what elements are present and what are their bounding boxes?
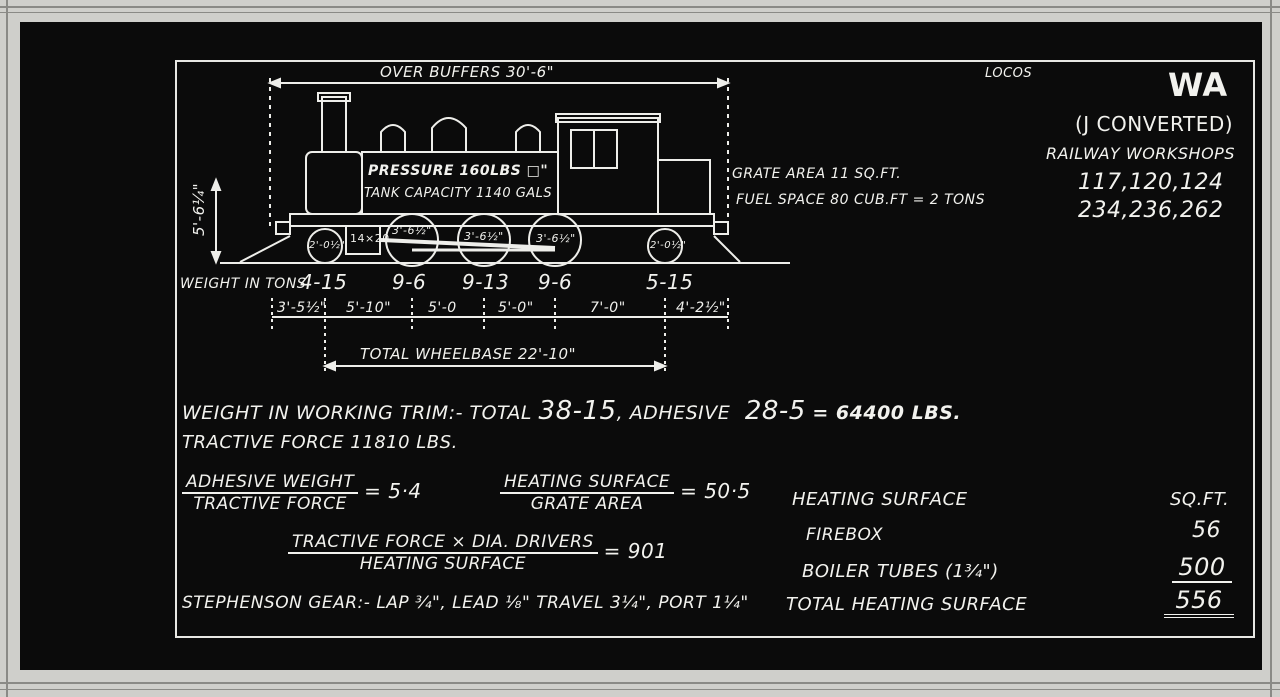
spacing-6: 4'-2½" xyxy=(676,300,726,316)
chimney-outline xyxy=(321,96,347,153)
side-tank-outline xyxy=(361,151,559,215)
connecting-rod xyxy=(379,238,556,250)
spacing-2: 5'-10" xyxy=(346,300,392,316)
footplate xyxy=(289,213,715,227)
front-pilot xyxy=(239,235,291,263)
arrowhead xyxy=(717,77,731,89)
axle-weight-3: 9-13 xyxy=(462,270,510,294)
axle-weight-2: 9-6 xyxy=(392,270,427,294)
stephenson-gear: STEPHENSON GEAR:- LAP ¾", LEAD ⅛" TRAVEL… xyxy=(182,593,749,613)
wheel-dia-trailing: 2'-0½" xyxy=(650,240,687,251)
front-buffer xyxy=(275,221,291,235)
drawing-border xyxy=(175,60,1255,638)
fuel-space-label: FUEL SPACE 80 CUB.FT = 2 TONS xyxy=(736,192,986,208)
weight-total-value: 38-15 xyxy=(538,396,617,426)
wheel-dia-driver-3: 3'-6½" xyxy=(536,232,576,245)
fraction-numerator: TRACTIVE FORCE × DIA. DRIVERS xyxy=(288,532,598,554)
heating-row-value: 56 xyxy=(1192,518,1221,543)
spacing-1: 3'-5½" xyxy=(277,300,327,316)
chalkboard xyxy=(20,22,1262,670)
driving-wheel-2 xyxy=(457,213,511,267)
axle-weight-1: 4-15 xyxy=(300,270,348,294)
heating-row-label: FIREBOX xyxy=(806,525,884,545)
workshop-label: RAILWAY WORKSHOPS xyxy=(1046,144,1235,163)
frame-line-right xyxy=(1270,0,1272,697)
adhesive-label: , ADHESIVE xyxy=(616,402,731,424)
heating-row-label: BOILER TUBES (1¾") xyxy=(802,561,999,582)
steam-dome xyxy=(431,117,467,152)
wheel-dia-leading: 2'-0½" xyxy=(309,240,346,251)
fraction-denominator: HEATING SURFACE xyxy=(359,554,526,574)
fraction-value: = 5·4 xyxy=(364,479,422,503)
weight-trim-label: WEIGHT IN WORKING TRIM:- TOTAL xyxy=(182,402,532,424)
heating-row-value: 556 xyxy=(1164,586,1234,618)
chimney-cap xyxy=(317,92,351,102)
arrowhead xyxy=(267,77,281,89)
wheel-dia-driver-1: 3'-6½" xyxy=(392,224,432,237)
cab-outline xyxy=(557,117,659,215)
fraction-value: = 901 xyxy=(603,539,668,563)
height-label: 5'-6¼" xyxy=(190,182,208,236)
pressure-label: PRESSURE 160LBS □" xyxy=(368,163,549,179)
weight-working-trim: WEIGHT IN WORKING TRIM:- TOTAL 38-15, AD… xyxy=(182,396,961,426)
cab-roof xyxy=(555,113,661,123)
fraction: HEATING SURFACE GRATE AREA xyxy=(500,472,675,514)
adhesive-lbs: = 64400 LBS. xyxy=(812,402,962,424)
fraction: ADHESIVE WEIGHT TRACTIVE FORCE xyxy=(182,472,359,514)
wheel-dia-driver-2: 3'-6½" xyxy=(464,230,504,243)
fraction-denominator: TRACTIVE FORCE xyxy=(193,494,347,514)
class-code: WA xyxy=(1168,66,1228,104)
safety-valve-dome xyxy=(515,124,541,152)
frame-line-left xyxy=(6,0,8,697)
axle-weight-4: 9-6 xyxy=(538,270,573,294)
grate-area-label: GRATE AREA 11 SQ.FT. xyxy=(732,166,902,182)
smokebox-outline xyxy=(305,151,363,215)
fraction: TRACTIVE FORCE × DIA. DRIVERS HEATING SU… xyxy=(288,532,598,574)
driving-wheel-3 xyxy=(528,213,582,267)
fraction-denominator: GRATE AREA xyxy=(530,494,644,514)
fraction-value: = 50·5 xyxy=(680,479,751,503)
frame-line-bottom-inner xyxy=(0,689,1280,690)
sandbox-dome xyxy=(380,124,406,152)
heating-table-unit: SQ.FT. xyxy=(1170,489,1230,510)
locos-label: LOCOS xyxy=(985,66,1033,81)
loco-numbers-1: 117,120,124 xyxy=(1078,170,1224,195)
frame-line-top xyxy=(0,6,1280,8)
axle-weight-5: 5-15 xyxy=(646,270,694,294)
ratio-tractive-dia-heating: TRACTIVE FORCE × DIA. DRIVERS HEATING SU… xyxy=(288,532,667,574)
frame-line-top-inner xyxy=(0,12,1280,13)
total-wheelbase-label: TOTAL WHEELBASE 22'-10" xyxy=(360,345,576,363)
weight-tons-label: WEIGHT IN TONS xyxy=(180,276,307,292)
fraction-numerator: HEATING SURFACE xyxy=(500,472,675,494)
heating-row-value: 500 xyxy=(1172,553,1232,583)
loco-numbers-2: 234,236,262 xyxy=(1078,198,1224,223)
spacing-4: 5'-0" xyxy=(498,300,534,316)
spacing-5: 7'-0" xyxy=(590,300,626,316)
rear-pilot xyxy=(713,235,741,263)
ratio-heating-grate: HEATING SURFACE GRATE AREA = 50·5 xyxy=(500,472,751,514)
spacing-3: 5'-0 xyxy=(428,300,457,316)
class-subtitle: (J CONVERTED) xyxy=(1075,112,1234,136)
heating-table-title: HEATING SURFACE xyxy=(792,489,968,510)
over-buffers-label: OVER BUFFERS 30'-6" xyxy=(380,63,555,81)
tractive-force: TRACTIVE FORCE 11810 LBS. xyxy=(182,432,458,453)
tank-capacity-label: TANK CAPACITY 1140 GALS xyxy=(364,186,553,201)
adhesive-value: 28-5 xyxy=(744,396,806,426)
coal-bunker-outline xyxy=(657,159,711,215)
ratio-adhesive-tractive: ADHESIVE WEIGHT TRACTIVE FORCE = 5·4 xyxy=(182,472,422,514)
heating-row-label: TOTAL HEATING SURFACE xyxy=(786,594,1028,615)
cylinder-size-label: 14×20 xyxy=(350,232,390,245)
fraction-numerator: ADHESIVE WEIGHT xyxy=(182,472,359,494)
rear-buffer xyxy=(713,221,729,235)
frame-line-bottom xyxy=(0,682,1280,684)
